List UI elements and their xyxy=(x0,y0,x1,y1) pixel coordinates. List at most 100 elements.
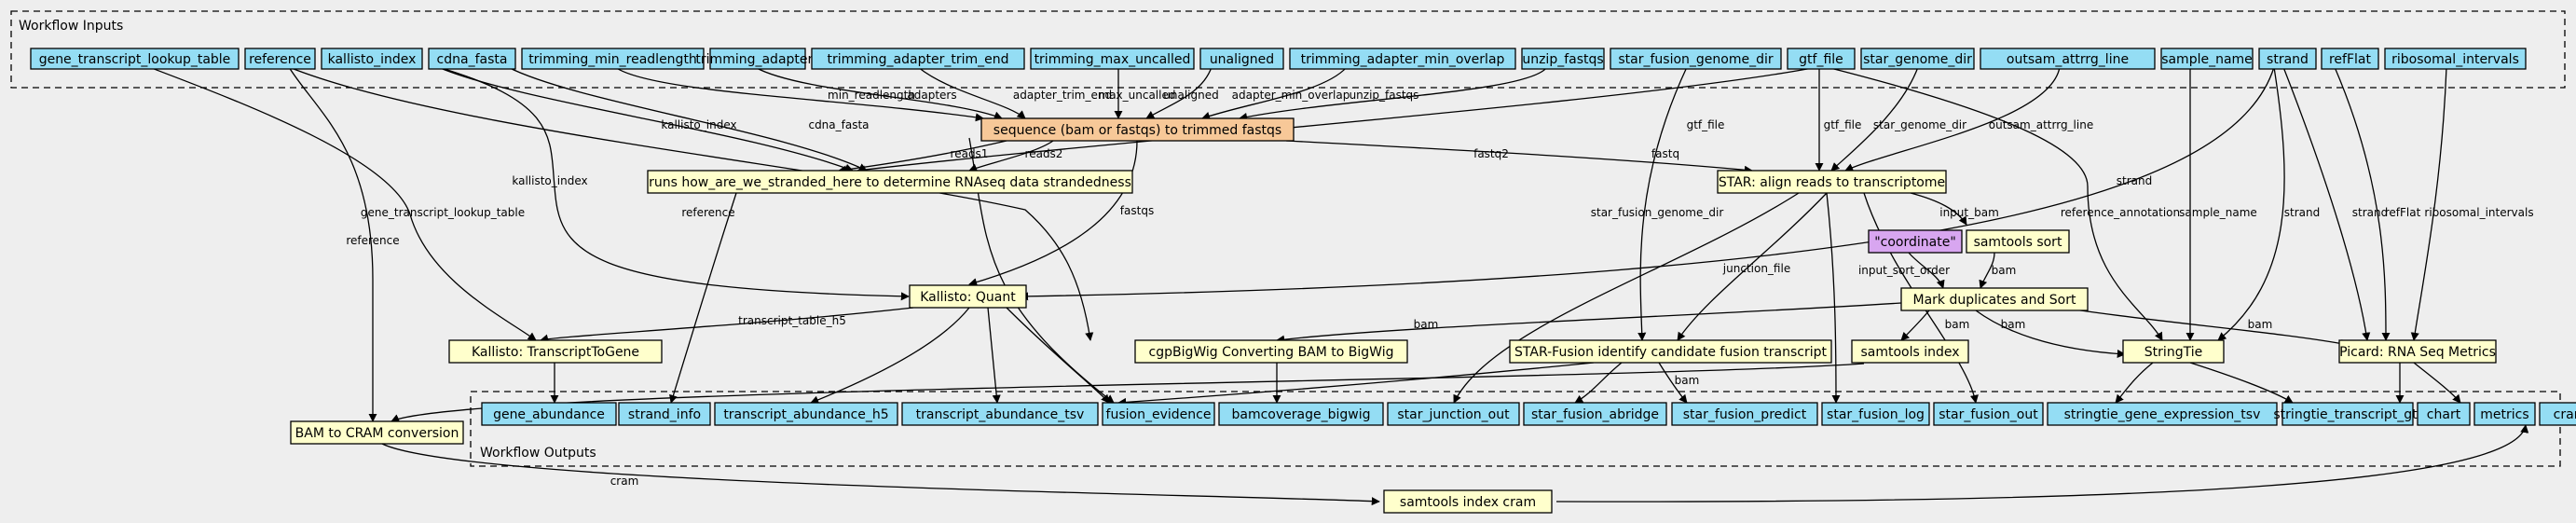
step-stranded[interactable]: runs how_are_we_stranded_here to determi… xyxy=(647,170,1133,194)
step-tx2gene[interactable]: Kallisto: TranscriptToGene xyxy=(448,339,663,364)
output-star-fusion-log[interactable]: star_fusion_log xyxy=(1821,402,1930,426)
output-star-fusion-out[interactable]: star_fusion_out xyxy=(1933,402,2044,426)
output-strand-info-label: strand_info xyxy=(628,407,701,422)
input-trimming-adapter-trim-end[interactable]: trimming_adapter_trim_end xyxy=(811,48,1025,70)
input-sample-name[interactable]: sample_name xyxy=(2160,48,2254,70)
step-kallisto-quant-label: Kallisto: Quant xyxy=(920,290,1016,305)
input-trimming-max-uncalled[interactable]: trimming_max_uncalled xyxy=(1030,48,1195,70)
step-kallisto-quant[interactable]: Kallisto: Quant xyxy=(909,284,1027,309)
output-bamcoverage-bigwig-box xyxy=(1218,402,1384,426)
output-stringtie-gene-expression-tsv[interactable]: stringtie_gene_expression_tsv xyxy=(2047,402,2278,426)
output-star-fusion-abridge-box xyxy=(1523,402,1667,426)
edge-strand-c xyxy=(2282,66,2371,341)
input-trimming-adapter-min-overlap-label: trimming_adapter_min_overlap xyxy=(1301,52,1505,67)
input-strand-box xyxy=(2258,48,2317,70)
edge-star-fusion-predict xyxy=(1658,362,1688,404)
input-trimming-min-readlength[interactable]: trimming_min_readlength xyxy=(521,48,705,70)
step-star-box xyxy=(1717,170,1947,194)
edge-transcript-table-h5 xyxy=(540,307,914,343)
output-fusion-evidence-label: fusion_evidence xyxy=(1106,407,1212,422)
step-index-cram[interactable]: samtools index cram xyxy=(1383,489,1553,514)
edge-star-fusion-abridge xyxy=(1574,362,1623,404)
edges xyxy=(148,66,2529,506)
input-unaligned-label: unaligned xyxy=(1210,52,1274,67)
output-fusion-evidence[interactable]: fusion_evidence xyxy=(1102,402,1215,426)
input-kallisto-index[interactable]: kallisto_index xyxy=(321,48,423,70)
input-unaligned[interactable]: unaligned xyxy=(1199,48,1284,70)
input-ribosomal-intervals[interactable]: ribosomal_intervals xyxy=(2384,48,2527,70)
input-ribosomal-intervals-box xyxy=(2384,48,2527,70)
output-star-fusion-abridge-label: star_fusion_abridge xyxy=(1531,407,1659,422)
edge-reads2 xyxy=(968,140,1054,172)
output-transcript-abundance-h5-label: transcript_abundance_h5 xyxy=(723,407,888,422)
input-strand[interactable]: strand xyxy=(2258,48,2317,70)
input-cdna-fasta-box xyxy=(428,48,516,70)
step-sequence[interactable]: sequence (bam or fastqs) to trimmed fast… xyxy=(980,117,1295,142)
input-gene-transcript-lookup-table-box xyxy=(30,48,240,70)
step-tx2gene-box xyxy=(448,339,663,364)
input-gene-transcript-lookup-table[interactable]: gene_transcript_lookup_table xyxy=(30,48,240,70)
input-reference[interactable]: reference xyxy=(244,48,316,70)
edge-label-star-genome-dir: star_genome_dir xyxy=(1873,118,1966,131)
step-kallisto-quant-box xyxy=(909,284,1027,309)
output-cram[interactable]: cram xyxy=(2539,402,2576,426)
output-star-junction-out[interactable]: star_junction_out xyxy=(1387,402,1520,426)
input-outsam-attrrg-line[interactable]: outsam_attrrg_line xyxy=(1980,48,2156,70)
input-trimming-adapters[interactable]: trimming_adapters xyxy=(695,48,820,70)
output-chart-box xyxy=(2417,402,2471,426)
step-samtools-sort[interactable]: samtools sort xyxy=(1966,229,2070,254)
output-metrics-label: metrics xyxy=(2480,407,2528,422)
output-star-fusion-predict[interactable]: star_fusion_predict xyxy=(1671,402,1818,426)
step-star[interactable]: STAR: align reads to transcriptome xyxy=(1717,170,1947,194)
output-star-fusion-abridge[interactable]: star_fusion_abridge xyxy=(1523,402,1667,426)
input-star-fusion-genome-dir-box xyxy=(1610,48,1782,70)
input-refflat[interactable]: refFlat xyxy=(2321,48,2379,70)
step-cram-box xyxy=(290,420,464,445)
input-gene-transcript-lookup-table-label: gene_transcript_lookup_table xyxy=(39,52,231,67)
step-picard[interactable]: Picard: RNA Seq Metrics xyxy=(2338,339,2497,364)
input-trimming-adapters-label: trimming_adapters xyxy=(695,52,819,67)
step-star-fusion[interactable]: STAR-Fusion identify candidate fusion tr… xyxy=(1509,339,1832,364)
output-bamcoverage-bigwig[interactable]: bamcoverage_bigwig xyxy=(1218,402,1384,426)
edge-label-sample-name: sample_name xyxy=(2179,206,2257,219)
output-bamcoverage-bigwig-label: bamcoverage_bigwig xyxy=(1232,407,1371,422)
step-star-fusion-box xyxy=(1509,339,1832,364)
output-transcript-abundance-h5[interactable]: transcript_abundance_h5 xyxy=(714,402,898,426)
input-strand-label: strand xyxy=(2267,52,2309,67)
edge-label-cram: cram xyxy=(610,475,639,488)
output-gene-abundance[interactable]: gene_abundance xyxy=(481,402,617,426)
workflow-outputs-cluster xyxy=(470,391,2561,467)
edge-bam-stringtie xyxy=(1975,310,2126,359)
edge-label-fastq: fastq xyxy=(1651,147,1679,160)
output-strand-info[interactable]: strand_info xyxy=(618,402,711,426)
output-metrics[interactable]: metrics xyxy=(2473,402,2536,426)
output-chart[interactable]: chart xyxy=(2417,402,2471,426)
step-picard-label: Picard: RNA Seq Metrics xyxy=(2339,345,2496,360)
output-transcript-abundance-tsv[interactable]: transcript_abundance_tsv xyxy=(901,402,1099,426)
step-picard-box xyxy=(2338,339,2497,364)
workflow-outputs-label: Workflow Outputs xyxy=(480,446,596,461)
edge-label-ribosomal-intervals: ribosomal_intervals xyxy=(2424,206,2533,219)
input-star-fusion-genome-dir[interactable]: star_fusion_genome_dir xyxy=(1610,48,1782,70)
input-cdna-fasta[interactable]: cdna_fasta xyxy=(428,48,516,70)
input-gtf-file[interactable]: gtf_file xyxy=(1787,48,1856,70)
edge-label-strand-b: strand xyxy=(2284,206,2320,219)
output-gene-abundance-label: gene_abundance xyxy=(493,407,605,422)
step-cram[interactable]: BAM to CRAM conversion xyxy=(290,420,464,445)
output-cram-label: cram xyxy=(2554,407,2576,422)
input-unzip-fastqs[interactable]: unzip_fastqs xyxy=(1521,48,1605,70)
step-bigwig[interactable]: cgpBigWig Converting BAM to BigWig xyxy=(1134,339,1408,364)
output-stringtie-transcript-gtf[interactable]: stringtie_transcript_gtf xyxy=(2273,402,2423,426)
input-star-genome-dir[interactable]: star_genome_dir xyxy=(1860,48,1975,70)
step-markdup[interactable]: Mark duplicates and Sort xyxy=(1900,287,2089,311)
step-stringtie[interactable]: StringTie xyxy=(2122,339,2225,364)
output-gene-abundance-box xyxy=(481,402,617,426)
input-kallisto-index-label: kallisto_index xyxy=(328,52,417,67)
input-star-genome-dir-label: star_genome_dir xyxy=(1863,52,1972,67)
step-samtools-index[interactable]: samtools index xyxy=(1851,339,1969,364)
edge-label-adapters: adapters xyxy=(907,89,956,102)
output-transcript-abundance-h5-box xyxy=(714,402,898,426)
input-trimming-adapter-min-overlap[interactable]: trimming_adapter_min_overlap xyxy=(1289,48,1516,70)
edge-transcript-abundance-h5 xyxy=(810,307,970,405)
step-coordinate[interactable]: "coordinate" xyxy=(1868,229,1963,254)
